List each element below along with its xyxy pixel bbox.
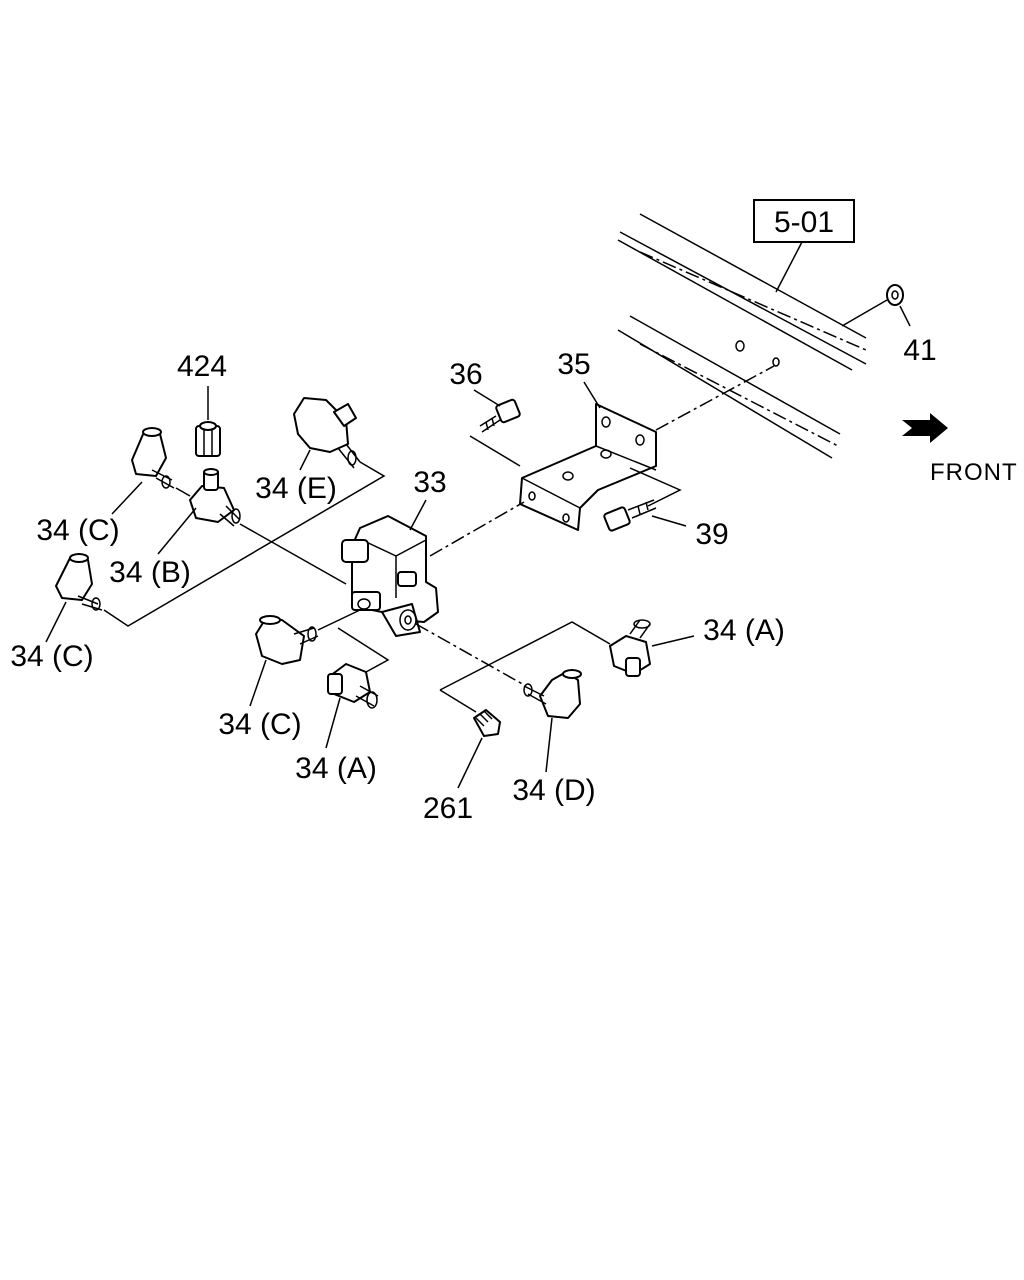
label-34c-left: 34 (C) <box>10 640 93 673</box>
part-34a-elbow-low[interactable] <box>327 663 379 709</box>
label-33: 33 <box>413 466 446 499</box>
part-41-nut[interactable] <box>841 284 911 327</box>
front-arrow-icon <box>902 413 948 443</box>
label-424: 424 <box>177 350 227 383</box>
label-34c-low: 34 (C) <box>218 708 301 741</box>
part-34c-elbow-left[interactable] <box>55 553 103 611</box>
part-34e-elbow[interactable] <box>293 397 361 469</box>
part-34d-elbow[interactable] <box>523 669 582 719</box>
part-34a-elbow-right[interactable] <box>609 619 651 677</box>
label-36: 36 <box>449 358 482 391</box>
label-34a-right: 34 (A) <box>703 614 785 647</box>
part-34c-elbow-top[interactable] <box>131 427 175 489</box>
label-34b: 34 (B) <box>109 556 191 589</box>
label-39: 39 <box>695 518 728 551</box>
part-39-bolt[interactable] <box>603 499 657 532</box>
part-34c-elbow-low[interactable] <box>255 615 319 665</box>
reference-label: 5-01 <box>774 206 834 239</box>
label-41: 41 <box>903 334 936 367</box>
front-label: FRONT <box>930 459 1018 486</box>
label-261: 261 <box>423 792 473 825</box>
part-261-plug[interactable] <box>473 709 501 737</box>
label-34e: 34 (E) <box>255 472 337 505</box>
part-35-bracket[interactable] <box>519 403 657 531</box>
frame-rail <box>617 213 867 459</box>
reference-box[interactable]: 5-01 <box>753 199 855 243</box>
label-35: 35 <box>557 348 590 381</box>
label-34a-low: 34 (A) <box>295 752 377 785</box>
label-34d: 34 (D) <box>512 774 595 807</box>
label-34c-top: 34 (C) <box>36 514 119 547</box>
part-34b-tee[interactable] <box>189 468 241 527</box>
part-424-fitting[interactable] <box>195 421 221 457</box>
part-36-bolt[interactable] <box>479 398 521 433</box>
part-33-valve[interactable] <box>341 515 439 637</box>
